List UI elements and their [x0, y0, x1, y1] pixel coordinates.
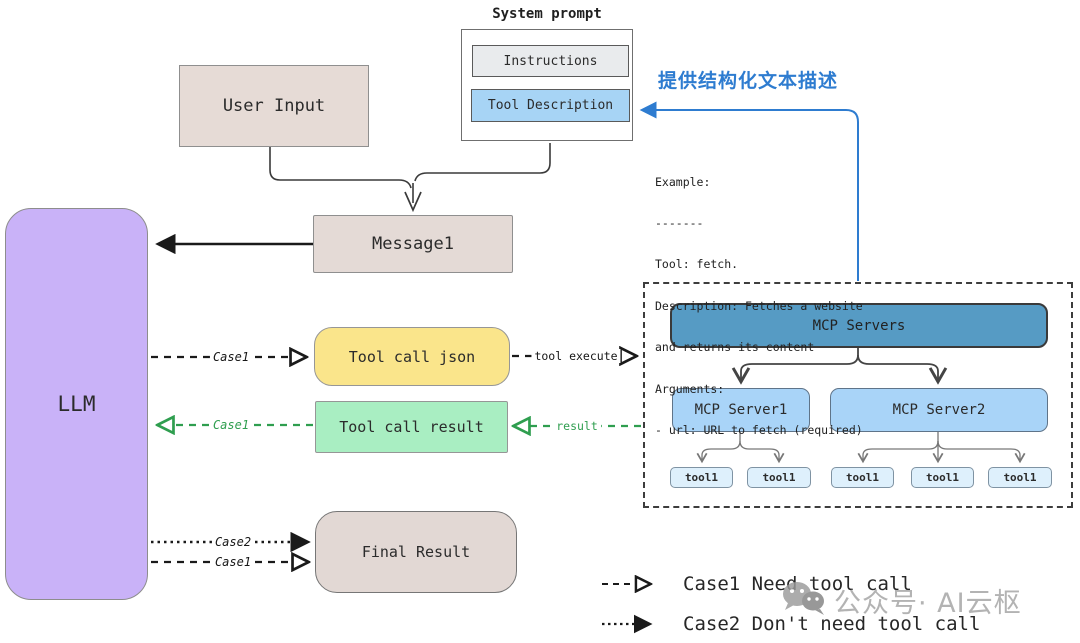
wechat-icon: [780, 579, 830, 621]
mcp-servers-node: MCP Servers: [670, 303, 1048, 348]
example-line: -------: [655, 215, 704, 230]
mcp-server1-node: MCP Server1: [672, 388, 810, 432]
llm-node: LLM: [5, 208, 148, 600]
final-result-node: Final Result: [315, 511, 517, 593]
legend-case2: Case2 Don't need tool call: [683, 613, 981, 635]
tool-node: tool1: [911, 467, 974, 488]
example-line: Tool: fetch.: [655, 257, 739, 272]
example-line: Example:: [655, 174, 711, 189]
example-line: Arguments:: [655, 381, 725, 396]
tool-node: tool1: [747, 467, 811, 488]
example-line: Description: Fetches a website: [655, 298, 863, 313]
tool-node: tool1: [988, 467, 1052, 488]
edge-label-result: result: [553, 419, 601, 433]
edge-label-case1-json: Case1: [209, 350, 253, 364]
watermark-text: 公众号· AI云枢: [834, 587, 1022, 619]
edge-label-case2-final: Case2: [211, 535, 255, 549]
tool-description-example: Example: ------- Tool: fetch. Descriptio…: [655, 148, 863, 465]
tool-call-json-node: Tool call json: [314, 327, 510, 386]
edge-label-case1-llm: Case1: [209, 418, 253, 432]
tool-node: tool1: [670, 467, 733, 488]
user-input-node: User Input: [179, 65, 369, 147]
instructions-box: Instructions: [472, 45, 629, 77]
example-line: - url: URL to fetch (required): [655, 422, 863, 437]
watermark: 公众号· AI云枢: [780, 579, 1022, 621]
mcp-server2-node: MCP Server2: [830, 388, 1048, 432]
system-prompt-title: System prompt: [492, 6, 602, 22]
mcp-dashed-container: [643, 282, 1073, 508]
message1-node: Message1: [313, 215, 513, 273]
structured-text-note: 提供结构化文本描述: [658, 70, 839, 92]
edge-label-tool-execute: tool execute: [531, 349, 621, 363]
tool-node: tool1: [831, 467, 894, 488]
tool-call-result-node: Tool call result: [315, 401, 508, 453]
tool-description-box: Tool Description: [471, 89, 630, 122]
example-line: and returns its content: [655, 340, 815, 355]
edge-label-case1-final: Case1: [211, 555, 255, 569]
